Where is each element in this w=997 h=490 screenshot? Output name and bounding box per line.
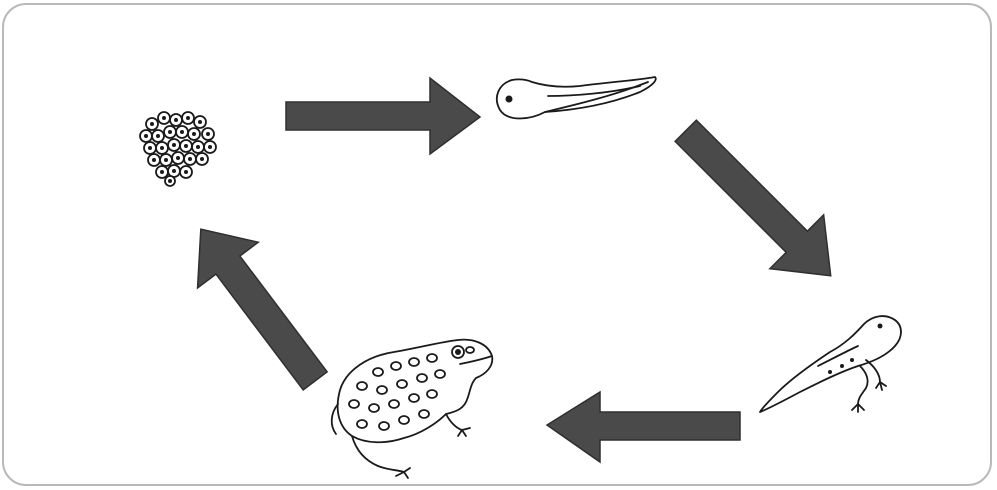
arrow-tadpole-to-legs [674,119,832,277]
arrow-legs-to-frog [545,390,741,464]
tadpole-with-legs-icon [759,315,902,413]
arrow-frog-to-eggs [196,228,329,391]
frog-icon [330,338,494,479]
frog-eggs-icon [139,111,217,187]
arrow-eggs-to-tadpole [285,76,482,156]
tadpole-icon [496,76,657,120]
